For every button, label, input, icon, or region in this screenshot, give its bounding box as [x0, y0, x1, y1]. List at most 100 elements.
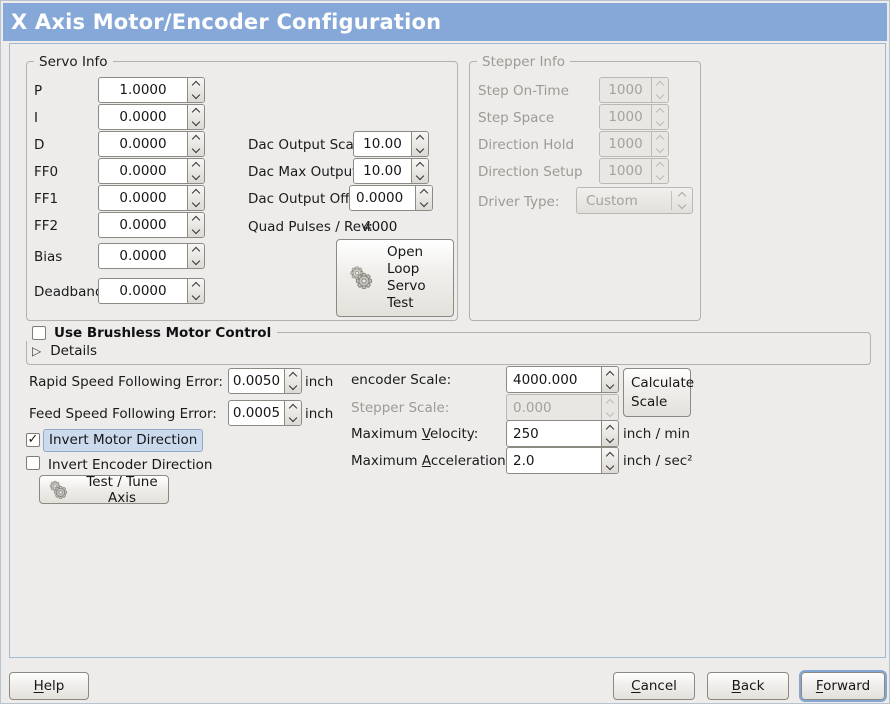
spin-arrows-icon[interactable] — [187, 159, 204, 183]
details-expander[interactable]: ▷ Details — [32, 343, 97, 359]
spin-up-icon[interactable] — [191, 161, 201, 171]
spin-up-icon[interactable] — [605, 370, 615, 379]
spin-arrows-icon[interactable] — [411, 159, 428, 183]
spin-up-icon[interactable] — [191, 281, 201, 291]
spin-arrows-icon[interactable] — [601, 367, 618, 392]
spin-arrows-icon[interactable] — [187, 213, 204, 237]
spin-arrows-icon[interactable] — [284, 401, 301, 425]
servo-ff2-spinbox[interactable]: 0.0000 — [98, 212, 205, 238]
spin-up-icon[interactable] — [191, 188, 201, 198]
expander-arrow-icon[interactable]: ▷ — [32, 344, 42, 358]
help-button[interactable]: Help — [9, 672, 89, 700]
rapid-following-error-spinbox[interactable]: 0.0050 — [228, 368, 302, 394]
spin-up-icon[interactable] — [191, 107, 201, 117]
spin-up-icon[interactable] — [191, 246, 201, 256]
rapid-following-error-value[interactable]: 0.0050 — [232, 373, 281, 389]
encoder-scale-value[interactable]: 4000.000 — [513, 371, 578, 388]
invert-motor-label[interactable]: Invert Motor Direction — [43, 429, 204, 452]
servo-deadband-spinbox[interactable]: 0.0000 — [98, 278, 205, 304]
maximum-velocity-value[interactable]: 250 — [513, 425, 539, 442]
encoder-scale-spinbox[interactable]: 4000.000 — [506, 366, 619, 393]
servo-ff1-value[interactable]: 0.0000 — [119, 190, 167, 206]
dac-output-scale-value[interactable]: 10.00 — [363, 136, 402, 152]
back-button[interactable]: Back — [707, 672, 789, 700]
spin-up-icon[interactable] — [288, 403, 298, 413]
maximum-velocity-spinbox[interactable]: 250 — [506, 420, 619, 447]
spin-arrows-icon[interactable] — [411, 132, 428, 156]
spin-down-icon[interactable] — [419, 198, 429, 208]
brushless-checkbox[interactable] — [32, 325, 46, 340]
servo-i-spinbox[interactable]: 0.0000 — [98, 104, 205, 130]
spin-down-icon[interactable] — [288, 413, 298, 423]
spin-up-icon[interactable] — [605, 451, 615, 460]
feed-following-error-value[interactable]: 0.0005 — [232, 405, 281, 421]
forward-button[interactable]: Forward — [801, 672, 885, 700]
driver-type-value: Custom — [586, 192, 638, 209]
spin-down-icon[interactable] — [288, 381, 298, 391]
dac-output-offset-spinbox[interactable]: 0.0000 — [349, 185, 433, 211]
details-label[interactable]: Details — [50, 343, 98, 359]
spin-arrows-icon[interactable] — [601, 421, 618, 446]
spin-arrows-icon[interactable] — [187, 132, 204, 156]
spin-arrows-icon[interactable] — [187, 244, 204, 268]
spin-down-icon[interactable] — [415, 171, 425, 181]
test-tune-axis-button[interactable]: Test / Tune Axis — [39, 474, 169, 506]
servo-d-spinbox[interactable]: 0.0000 — [98, 131, 205, 157]
spin-down-icon[interactable] — [605, 461, 615, 470]
servo-p-value[interactable]: 1.0000 — [119, 82, 167, 98]
spin-arrows-icon[interactable] — [284, 369, 301, 393]
stepper-info-frame — [469, 61, 701, 321]
servo-ff2-value[interactable]: 0.0000 — [119, 217, 167, 233]
servo-d-value[interactable]: 0.0000 — [119, 136, 167, 152]
spin-up-icon[interactable] — [191, 215, 201, 225]
servo-ff1-spinbox[interactable]: 0.0000 — [98, 185, 205, 211]
invert-motor-checkbox[interactable]: ✓ — [26, 433, 40, 447]
servo-ff0-spinbox[interactable]: 0.0000 — [98, 158, 205, 184]
spin-arrows-icon[interactable] — [601, 448, 618, 473]
spin-arrows-icon[interactable] — [187, 186, 204, 210]
servo-bias-spinbox[interactable]: 0.0000 — [98, 243, 205, 269]
servo-deadband-value[interactable]: 0.0000 — [119, 283, 167, 299]
spin-down-icon[interactable] — [191, 144, 201, 154]
spin-down-icon[interactable] — [191, 256, 201, 266]
spin-down-icon[interactable] — [191, 117, 201, 127]
spin-down-icon[interactable] — [191, 225, 201, 235]
spin-down-icon[interactable] — [605, 434, 615, 443]
maximum-acceleration-spinbox[interactable]: 2.0 — [506, 447, 619, 474]
spin-up-icon[interactable] — [191, 134, 201, 144]
spin-arrows-icon[interactable] — [187, 279, 204, 303]
spin-down-icon[interactable] — [191, 90, 201, 100]
spin-down-icon[interactable] — [191, 291, 201, 301]
invert-encoder-label[interactable]: Invert Encoder Direction — [48, 457, 213, 473]
cancel-button[interactable]: Cancel — [613, 672, 695, 700]
spin-down-icon[interactable] — [605, 380, 615, 389]
feed-following-error-spinbox[interactable]: 0.0005 — [228, 400, 302, 426]
spin-up-icon[interactable] — [288, 371, 298, 381]
spin-down-icon[interactable] — [191, 198, 201, 208]
dac-max-output-value[interactable]: 10.00 — [363, 163, 402, 179]
spin-arrows-icon[interactable] — [187, 105, 204, 129]
dac-output-scale-spinbox[interactable]: 10.00 — [353, 131, 429, 157]
spin-up-icon[interactable] — [415, 161, 425, 171]
maximum-acceleration-value[interactable]: 2.0 — [513, 452, 535, 469]
servo-i-value[interactable]: 0.0000 — [119, 109, 167, 125]
servo-ff0-value[interactable]: 0.0000 — [119, 163, 167, 179]
servo-p-spinbox[interactable]: 1.0000 — [98, 77, 205, 103]
spin-down-icon[interactable] — [415, 144, 425, 154]
servo-bias-value[interactable]: 0.0000 — [119, 248, 167, 264]
dac-max-output-label: Dac Max Output: — [248, 164, 363, 180]
spin-arrows-icon[interactable] — [415, 186, 432, 210]
spin-down-icon[interactable] — [191, 171, 201, 181]
spin-up-icon[interactable] — [419, 188, 429, 198]
brushless-label[interactable]: Use Brushless Motor Control — [54, 324, 272, 341]
invert-encoder-checkbox[interactable] — [26, 456, 40, 470]
spin-up-icon[interactable] — [605, 424, 615, 433]
spin-arrows-icon[interactable] — [187, 78, 204, 102]
spin-up-icon[interactable] — [191, 80, 201, 90]
calculate-scale-button[interactable]: Calculate Scale — [623, 368, 694, 417]
dac-output-offset-value[interactable]: 0.0000 — [356, 190, 404, 206]
open-loop-servo-test-button[interactable]: Open Loop Servo Test — [336, 239, 454, 317]
driver-type-combobox: Custom — [576, 187, 693, 214]
dac-max-output-spinbox[interactable]: 10.00 — [353, 158, 429, 184]
spin-up-icon[interactable] — [415, 134, 425, 144]
